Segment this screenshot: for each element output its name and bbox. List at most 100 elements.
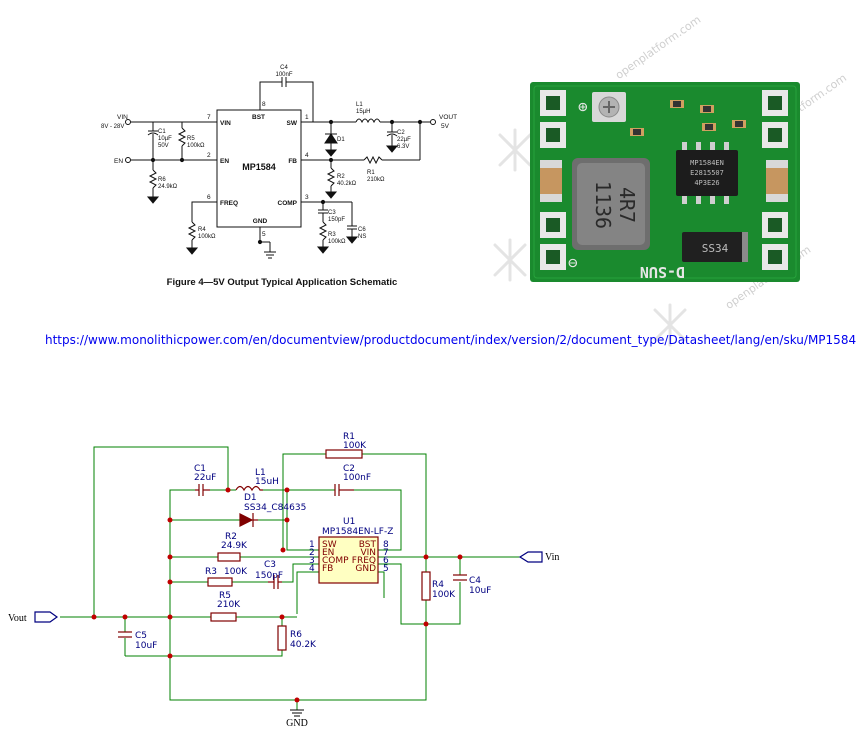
watermark: openplatform.com [613,13,703,82]
u1-pin-comp: COMP [322,556,349,566]
c2-value: 22µF [397,137,411,143]
module-photo: openplatform.com openplatform.com openpl… [493,13,849,347]
r1-ref: R1 [343,432,355,442]
d1-value: SS34_C84635 [244,503,306,513]
ceramic-capacitor [540,160,562,202]
ceramic-capacitor [766,160,788,202]
plus-marking: ⊕ [578,97,588,116]
d1-symbol [239,513,254,527]
r1-value: 210kΩ [367,177,385,183]
r2-ref: R2 [225,532,237,542]
pin-number: 6 [383,556,389,566]
wires [60,446,520,710]
minus-marking: ⊖ [568,253,578,272]
l1-ref: L1 [255,468,266,478]
c4-value: 10uF [469,586,491,596]
l1-symbol [235,485,263,492]
d1-ref: D1 [337,137,345,143]
vout-port [34,611,59,623]
c1-ref: C1 [158,129,166,135]
c3-ref: C3 [328,210,336,216]
vin-port-label: Vin [545,552,559,563]
ic-marking: E2815507 [690,169,724,177]
c6-ref: C6 [358,227,366,233]
pin-num: 3 [305,194,309,201]
c2-ref: C2 [343,464,355,474]
r5-symbol [210,612,237,622]
vout-value: 5V [441,123,450,130]
ground-icon [290,709,304,717]
pin-num: 4 [305,152,309,159]
c4-ref: C4 [280,65,288,71]
pin-number: 1 [309,540,315,550]
vin-label: VIN [117,114,128,121]
r6-value: 24.9kΩ [158,184,178,190]
c3-value: 150pF [255,571,283,581]
c1-voltage: 50V [158,143,169,149]
pin-num: 8 [262,101,266,108]
junctions [91,487,463,703]
r4-ref: R4 [198,227,206,233]
datasheet-labels: MP1584 VIN EN FREQ BST SW FB COMP GND 7 … [101,65,457,288]
pin-num: 1 [305,114,309,121]
pin-num: 5 [262,231,266,238]
components [118,449,467,651]
d1-ref: D1 [244,493,257,503]
pin-number: 5 [383,564,389,574]
c4-ref: C4 [469,576,481,586]
kicad-labels: R1 100K C2 100nF C1 22uF L1 15uH D1 SS34… [135,432,491,651]
r1-ref: R1 [367,170,375,176]
pin-num: 6 [207,194,211,201]
vin-port [518,551,543,563]
diode-marking: SS34 [702,242,729,255]
mp1584-ic-body [216,109,302,228]
pcb-board [530,82,800,282]
r6-symbol [277,625,287,651]
brand-marking: D-SUN [640,263,685,281]
inductor-marking: 4R7 [615,187,639,223]
top-figures: MP1584 VIN EN FREQ BST SW FB COMP GND 7 … [101,13,849,347]
u1-pin-sw: SW [322,540,337,550]
l1-value: 15µH [356,109,370,115]
c2-value: 100nF [343,473,371,483]
ic-marking: MP1584EN [690,159,724,167]
r3-value: 100K [224,567,248,577]
u1-ref: U1 [343,517,355,527]
c5-ref: C5 [135,631,147,641]
r3-symbol [207,577,233,587]
c2-ref: C2 [397,130,405,136]
ic-name: MP1584 [242,162,276,172]
pin-vin: VIN [220,120,231,127]
pin-num: 2 [207,152,211,159]
schottky-diode [682,232,748,262]
ic-marking: 4P3E26 [694,179,719,187]
pin-comp: COMP [278,200,298,207]
r6-ref: R6 [290,630,302,640]
c1-value: 22uF [194,473,216,483]
pin-bst: BST [252,114,265,121]
pin-number: 2 [309,548,315,558]
r2-ref: R2 [337,174,345,180]
r5-value: 100kΩ [187,143,205,149]
r3-ref: R3 [205,567,217,577]
vin-range: 8V - 28V [101,124,124,130]
vout-port-label: Vout [8,613,27,624]
c6-value: NS [358,234,366,240]
u1-pin-gnd: GND [355,564,376,574]
c2-voltage: 6.3V [397,144,409,150]
r2-symbol [217,552,241,562]
datasheet-url[interactable]: https://www.monolithicpower.com/en/docum… [45,333,856,347]
r4-symbol [421,571,431,601]
pin-number: 7 [383,548,389,558]
pin-en: EN [220,158,229,165]
r5-value: 210K [217,600,241,610]
pin-gnd: GND [253,218,268,225]
l1-ref: L1 [356,102,363,108]
u1-pin-en: EN [322,548,334,558]
c3-ref: C3 [264,560,276,570]
r2-value: 24.9K [221,541,248,551]
r4-value: 100K [432,590,456,600]
en-label: EN [114,158,123,165]
r4-ref: R4 [432,580,444,590]
inductor-marking: 1136 [591,181,615,229]
